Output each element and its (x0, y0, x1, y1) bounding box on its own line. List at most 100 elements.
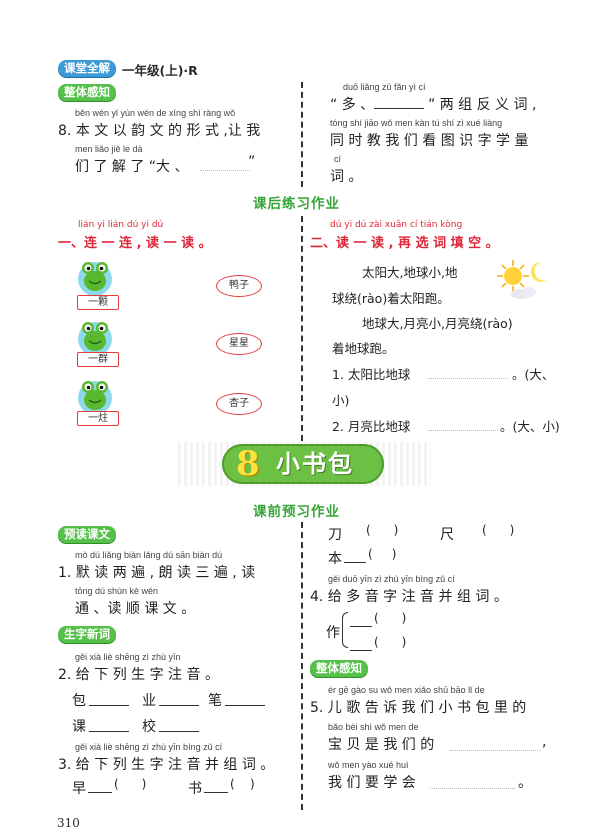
pq1-text: 1. 默 读 两 遍 , 朗 读 三 遍 , 读 (58, 565, 256, 581)
q8-blank[interactable] (200, 170, 250, 171)
pq4-paren-2[interactable]: ( ) (374, 635, 407, 649)
pq5-pinyin-3: wǒ men yào xué huì (328, 760, 409, 770)
q8-pinyin: běn wén yǐ yùn wén de xíng shì ràng wǒ (75, 108, 236, 118)
whole-sense-badge: 整体感知 (58, 84, 116, 101)
pq3-paren-1[interactable]: ( ) (114, 777, 147, 791)
pq3-char-2: 书 (188, 781, 202, 797)
rt-pinyin-2: tóng shí jiāo wǒ men kàn tú shí zì xué l… (330, 118, 503, 128)
pq2-text: 2. 给 下 列 生 字 注 音 。 (58, 667, 219, 683)
r-blank-3[interactable] (344, 562, 366, 563)
r-char-3: 本 (328, 551, 342, 567)
pq4-paren-1[interactable]: ( ) (374, 611, 407, 625)
poem-line-2: 球绕(rào)着太阳跑。 (332, 291, 450, 306)
lesson-banner (222, 444, 384, 484)
rt-pinyin-3: cí (334, 154, 342, 164)
pq2-blank-5[interactable] (159, 731, 199, 732)
pq2-blank-4[interactable] (89, 731, 129, 732)
pq1-text-2: 通 、读 顺 课 文 。 (75, 601, 196, 617)
pq4-blank-2[interactable] (350, 650, 372, 651)
pq2-blank-1[interactable] (89, 705, 129, 706)
read-text-badge: 预读课文 (58, 526, 116, 543)
r-paren-1[interactable]: ( ) (366, 523, 399, 537)
pq4-pinyin: gěi duō yīn zì zhù yīn bìng zǔ cí (328, 574, 455, 584)
word-oval-1[interactable]: 鸭子 (216, 275, 262, 297)
q8-text: 8. 本 文 以 韵 文 的 形 式 ,让 我 (58, 123, 261, 139)
word-oval-2[interactable]: 星星 (216, 333, 262, 355)
pq2-char-3: 笔 (208, 693, 222, 709)
pq3-char-1: 早 (72, 781, 86, 797)
rt-text-1-open: “ 多 、 (330, 97, 375, 113)
pq5-pinyin: ér gē gào su wǒ men xiǎo shū bāo lǐ de (328, 685, 485, 695)
rt-blank-1[interactable] (374, 108, 424, 109)
rt-pinyin-1: duō liǎng zǔ fǎn yì cí (343, 82, 426, 92)
pq4-blank-1[interactable] (350, 626, 372, 627)
pq3-paren-2[interactable]: ( ) (230, 777, 255, 791)
pq5-text-3: 我 们 要 学 会 (328, 775, 416, 791)
pq3-text: 3. 给 下 列 生 字 注 音 并 组 词 。 (58, 757, 275, 773)
column-divider-bottom (301, 522, 303, 810)
sun-moon-icon (497, 260, 547, 299)
pq5-text: 5. 儿 歌 告 诉 我 们 小 书 包 里 的 (310, 700, 527, 716)
pq5-blank-2[interactable] (430, 788, 515, 789)
r-paren-3[interactable]: ( ) (368, 547, 397, 561)
word-oval-3[interactable]: 杏子 (216, 393, 262, 415)
poem-line-1: 太阳大,地球小,地 (362, 265, 458, 280)
rt-text-2: 同 时 教 我 们 看 图 识 字 学 量 (330, 133, 529, 149)
fill-2-text: 2. 月亮比地球 (332, 419, 411, 434)
pq3-pinyin: gěi xià liè shēng zì zhù yīn bìng zǔ cí (75, 742, 223, 752)
frog-icon (82, 262, 108, 291)
pq3-blank-2[interactable] (204, 792, 228, 793)
fill-1-text: 1. 太阳比地球 (332, 367, 411, 382)
column-divider-mid (301, 216, 303, 441)
pq1-pinyin: mò dú liǎng biàn lǎng dú sān biàn dú (75, 550, 223, 560)
hw-q1-pinyin: lián yi lián dú yi dú (78, 220, 164, 230)
frog-label-3[interactable]: 一炷 (77, 411, 119, 426)
grade-label: 一年级(上)·R (122, 63, 198, 78)
poem-line-4: 着地球跑。 (332, 341, 395, 356)
fill-1-options: 。(大、 (512, 367, 555, 382)
pq2-blank-3[interactable] (225, 705, 265, 706)
pq4-brace (342, 612, 348, 648)
hw-q1-title: 一、连 一 连 , 读 一 读 。 (58, 236, 212, 251)
pq2-char-4: 课 (72, 719, 86, 735)
preview-title: 课前预习作业 (253, 504, 340, 520)
pq2-blank-2[interactable] (159, 705, 199, 706)
q8-text-2: 们 了 解 了 “大 、 (75, 159, 189, 175)
new-words-badge: 生字新词 (58, 626, 116, 643)
pq2-char-5: 校 (142, 719, 156, 735)
pq2-char-2: 业 (142, 693, 156, 709)
pq4-text: 4. 给 多 音 字 注 音 并 组 词 。 (310, 589, 508, 605)
frog-icon (82, 381, 108, 410)
pq3-blank-1[interactable] (88, 792, 112, 793)
frog-label-2[interactable]: 一群 (77, 352, 119, 367)
fill-2-options: 。(大、小) (500, 419, 560, 434)
fill-1-blank[interactable] (428, 378, 508, 379)
poem-line-3: 地球大,月亮小,月亮绕(rào) (362, 316, 513, 331)
pq5-blank-1[interactable] (450, 750, 540, 751)
r-paren-2[interactable]: ( ) (482, 523, 515, 537)
rt-text-3: 词 。 (330, 169, 363, 185)
pq5-period: 。 (518, 775, 532, 791)
pq2-pinyin: gěi xià liè shēng zì zhù yīn (75, 652, 181, 662)
homework-title: 课后练习作业 (253, 196, 340, 212)
pq5-pinyin-2: bǎo bèi shì wǒ men de (328, 722, 419, 732)
column-divider-top (301, 82, 303, 187)
fill-1-options-cont: 小) (332, 393, 350, 408)
pq2-char-1: 包 (72, 693, 86, 709)
lesson-title: 小书包 (276, 450, 354, 478)
hw-q2-title: 二、读 一 读 , 再 选 词 填 空 。 (310, 236, 499, 251)
q8-pinyin-2: men liǎo jiě le dà (75, 144, 143, 154)
q8-close-quote: ” (248, 154, 256, 170)
lesson-number: 8 (236, 444, 260, 484)
frog-icon (82, 322, 108, 351)
r-char-1: 刀 (328, 527, 342, 543)
pq1-pinyin-2: tōng dú shùn kè wén (75, 586, 159, 596)
page-number: 310 (57, 816, 80, 830)
pq5-text-2: 宝 贝 是 我 们 的 (328, 737, 435, 753)
frog-label-1[interactable]: 一颗 (77, 295, 119, 310)
pq4-char: 作 (326, 625, 340, 641)
hw-q2-pinyin: dú yi dú zài xuǎn cí tián kòng (330, 220, 463, 230)
whole-sense-badge-2: 整体感知 (310, 660, 368, 677)
fill-2-blank[interactable] (428, 430, 498, 431)
brand-badge: 课堂全解 (58, 60, 116, 77)
